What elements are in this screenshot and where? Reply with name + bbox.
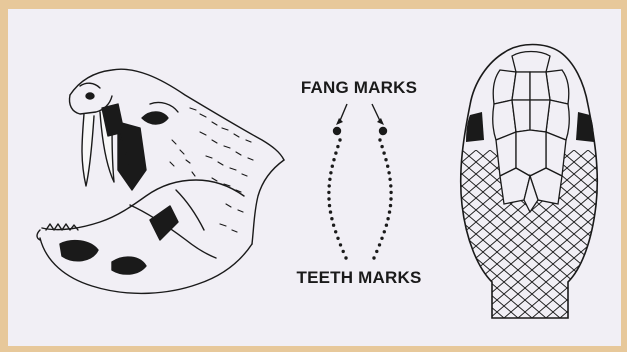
teeth-mark-dot (387, 171, 390, 174)
teeth-mark-dot (328, 204, 331, 207)
snake-eye (142, 112, 168, 124)
teeth-mark-dot (338, 138, 341, 141)
teeth-mark-dot (372, 256, 375, 259)
teeth-mark-dot (382, 151, 385, 154)
teeth-mark-dot (332, 224, 335, 227)
frontal-plate (516, 130, 546, 176)
lower-jaw-top (42, 180, 244, 230)
teeth-mark-dot (330, 217, 333, 220)
teeth-mark-dots (327, 138, 393, 259)
teeth-mark-dot (339, 243, 342, 246)
teeth-mark-dot (388, 210, 391, 213)
teeth-mark-dot (384, 158, 387, 161)
teeth-mark-dot (389, 204, 392, 207)
teeth-mark-dot (328, 178, 331, 181)
teeth-mark-dot (389, 184, 392, 187)
teeth-mark-dot (380, 237, 383, 240)
fang-pointer-arrows (339, 104, 381, 123)
teeth-mark-dot (388, 178, 391, 181)
teeth-mark-dot (386, 165, 389, 168)
teeth-mark-dot (327, 197, 330, 200)
fang-mark-right (379, 127, 387, 135)
fang-front (82, 114, 94, 186)
teeth-mark-dot (380, 145, 383, 148)
teeth-mark-dot (342, 250, 345, 253)
nostril-mark (86, 93, 94, 99)
teeth-mark-dot (375, 250, 378, 253)
teeth-mark-dot (331, 165, 334, 168)
teeth-mark-dot (334, 151, 337, 154)
teeth-mark-dot (334, 230, 337, 233)
teeth-mark-dot (389, 191, 392, 194)
teeth-mark-dot (332, 158, 335, 161)
teeth-mark-dot (385, 224, 388, 227)
teeth-mark-dot (386, 217, 389, 220)
top-right-eye-patch (576, 112, 594, 142)
fang-marks-label: FANG MARKS (301, 78, 417, 97)
snake-head-top-view (455, 45, 605, 321)
teeth-mark-dot (336, 237, 339, 240)
teeth-mark-dot (328, 184, 331, 187)
teeth-mark-dot (378, 138, 381, 141)
teeth-mark-dot (329, 210, 332, 213)
top-left-eye-patch (466, 112, 484, 142)
teeth-mark-dot (344, 256, 347, 259)
bite-mark-pattern (327, 104, 393, 260)
rostral-plate (512, 52, 550, 73)
teeth-mark-dot (329, 171, 332, 174)
teeth-mark-dot (378, 243, 381, 246)
teeth-mark-dot (389, 197, 392, 200)
fang-mark-left (333, 127, 341, 135)
snake-head-side-view (37, 69, 284, 293)
teeth-mark-dot (383, 230, 386, 233)
teeth-mark-dot (336, 145, 339, 148)
teeth-marks-label: TEETH MARKS (297, 268, 422, 287)
teeth-mark-dot (327, 191, 330, 194)
neck-outline (252, 160, 284, 244)
